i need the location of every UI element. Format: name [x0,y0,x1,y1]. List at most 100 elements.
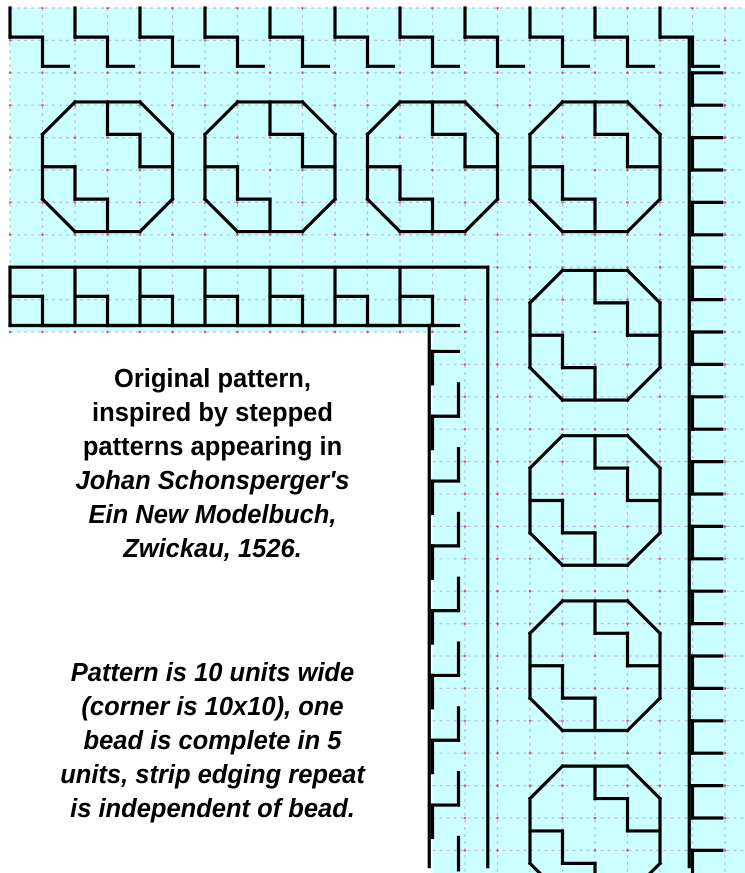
grid-dot [9,136,12,139]
note-line-1: Pattern is 10 units wide [0,656,425,690]
grid-dot [659,784,662,787]
grid-dot [106,331,109,334]
grid-dot [464,39,467,42]
grid-dot [626,363,629,366]
grid-dot [529,590,532,593]
grid-dot [301,331,304,334]
grid-dot [204,104,207,107]
grid-dot [561,558,564,561]
grid-dot [724,849,727,852]
grid-dot [236,7,239,10]
grid-dot [464,169,467,172]
grid-dot [659,558,662,561]
grid-dot [74,39,77,42]
grid-dot [431,136,434,139]
grid-dot [561,460,564,463]
grid-dot [464,590,467,593]
grid-dot [724,655,727,658]
grid-dot [171,331,174,334]
grid-dot [561,7,564,10]
grid-dot [204,234,207,237]
grid-dot [659,396,662,399]
grid-dot [171,234,174,237]
grid-dot [431,7,434,10]
grid-dot [496,590,499,593]
grid-dot [724,39,727,42]
grid-dot [561,234,564,237]
grid-dot [659,590,662,593]
grid-dot [594,363,597,366]
grid-dot [594,687,597,690]
grid-dot [9,331,12,334]
grid-dot [561,72,564,75]
grid-dot [236,234,239,237]
grid-dot [561,752,564,755]
grid-dot [496,817,499,820]
grid-dot [594,72,597,75]
grid-dot [561,720,564,723]
grid-dot [496,720,499,723]
grid-dot [464,72,467,75]
grid-dot [41,331,44,334]
grid-dot [561,817,564,820]
grid-dot [464,558,467,561]
grid-dot [594,428,597,431]
grid-dot [171,7,174,10]
grid-dot [399,331,402,334]
grid-dot [139,201,142,204]
grid-dot [366,104,369,107]
grid-dot [106,136,109,139]
grid-dot [529,396,532,399]
grid-dot [561,622,564,625]
grid-dot [139,234,142,237]
note-line-4: units, strip edging repeat [0,758,425,792]
grid-dot [74,234,77,237]
grid-dot [529,234,532,237]
grid-dot [204,331,207,334]
grid-dot [561,590,564,593]
grid-dot [594,266,597,269]
grid-dot [724,363,727,366]
grid-dot [724,493,727,496]
grid-dot [594,39,597,42]
grid-dot [561,201,564,204]
grid-dot [724,234,727,237]
grid-dot [724,169,727,172]
grid-dot [724,136,727,139]
caption-line-2: inspired by stepped [0,396,425,430]
grid-dot [529,558,532,561]
grid-dot [561,298,564,301]
grid-dot [724,266,727,269]
grid-dot [464,622,467,625]
grid-dot [529,720,532,723]
grid-dot [496,784,499,787]
grid-dot [334,331,337,334]
grid-dot [496,687,499,690]
grid-dot [366,234,369,237]
grid-dot [236,136,239,139]
grid-dot [74,331,77,334]
grid-dot [626,558,629,561]
grid-dot [561,428,564,431]
grid-dot [626,590,629,593]
grid-dot [626,72,629,75]
grid-dot [106,7,109,10]
grid-dot [724,590,727,593]
grid-dot [496,104,499,107]
grid-dot [529,39,532,42]
grid-dot [204,72,207,75]
grid-dot [9,169,12,172]
caption-line-6: Zwickau, 1526. [0,532,425,566]
grid-dot [724,558,727,561]
grid-dot [529,460,532,463]
grid-dot [171,104,174,107]
grid-dot [139,39,142,42]
grid-dot [626,460,629,463]
grid-dot [464,396,467,399]
grid-dot [301,201,304,204]
grid-dot [9,234,12,237]
grid-dot [529,428,532,431]
grid-dot [496,363,499,366]
grid-dot [464,428,467,431]
grid-dot [724,622,727,625]
